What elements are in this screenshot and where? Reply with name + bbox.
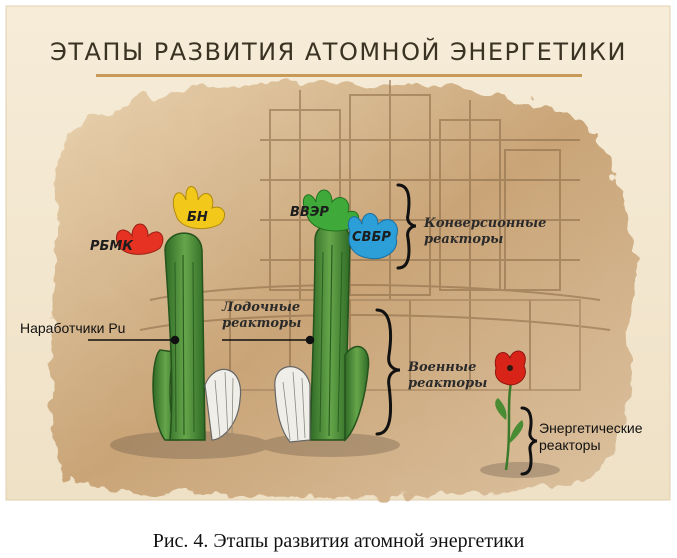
label-energy-line-2: реакторы: [539, 437, 601, 453]
slide-title: ЭТАПЫ РАЗВИТИЯ АТОМНОЙ ЭНЕРГЕТИКИ: [50, 38, 627, 66]
label-svbr: СВБР: [352, 230, 391, 245]
label-conversion-reactors: Конверсионные реакторы: [424, 216, 546, 248]
brace-military: [375, 308, 401, 436]
brace-conversion: [396, 183, 417, 270]
label-pu-producers: Наработчики Pu: [20, 320, 126, 336]
brace-energy: [520, 406, 538, 476]
label-military-line-1: Военные: [408, 360, 477, 375]
bn-flower: [172, 186, 225, 230]
ground-shadows: [110, 431, 560, 478]
label-energy-reactors: Энергетические реакторы: [539, 420, 643, 454]
figure-caption: Рис. 4. Этапы развития атомной энергетик…: [152, 530, 525, 552]
cactus-right: [274, 222, 370, 443]
label-conversion-line-2: реакторы: [424, 232, 504, 247]
cactus-right-arm: [344, 345, 370, 442]
title-underline: [96, 74, 582, 77]
svbr-flower: [348, 213, 398, 260]
label-naval-line-1: Лодочные: [222, 300, 301, 315]
label-rbmk: РБМК: [90, 239, 133, 254]
cactus-left-trunk: [164, 232, 206, 441]
pointer-lines: [88, 335, 315, 345]
brace: [375, 183, 538, 476]
cactus-left: [152, 232, 242, 441]
rbmk-flower: [116, 223, 164, 255]
label-naval-reactors: Лодочные реакторы: [222, 300, 301, 332]
label-naval-line-2: реакторы: [222, 316, 302, 331]
vver-flower: [302, 189, 360, 232]
label-vver: ВВЭР: [290, 205, 329, 220]
poppy-flower: [494, 350, 526, 471]
label-bn: БН: [187, 210, 208, 225]
label-conversion-line-1: Конверсионные: [424, 216, 547, 231]
label-military-reactors: Военные реакторы: [408, 360, 487, 392]
label-military-line-2: реакторы: [408, 376, 488, 391]
label-energy-line-1: Энергетические: [539, 420, 643, 436]
